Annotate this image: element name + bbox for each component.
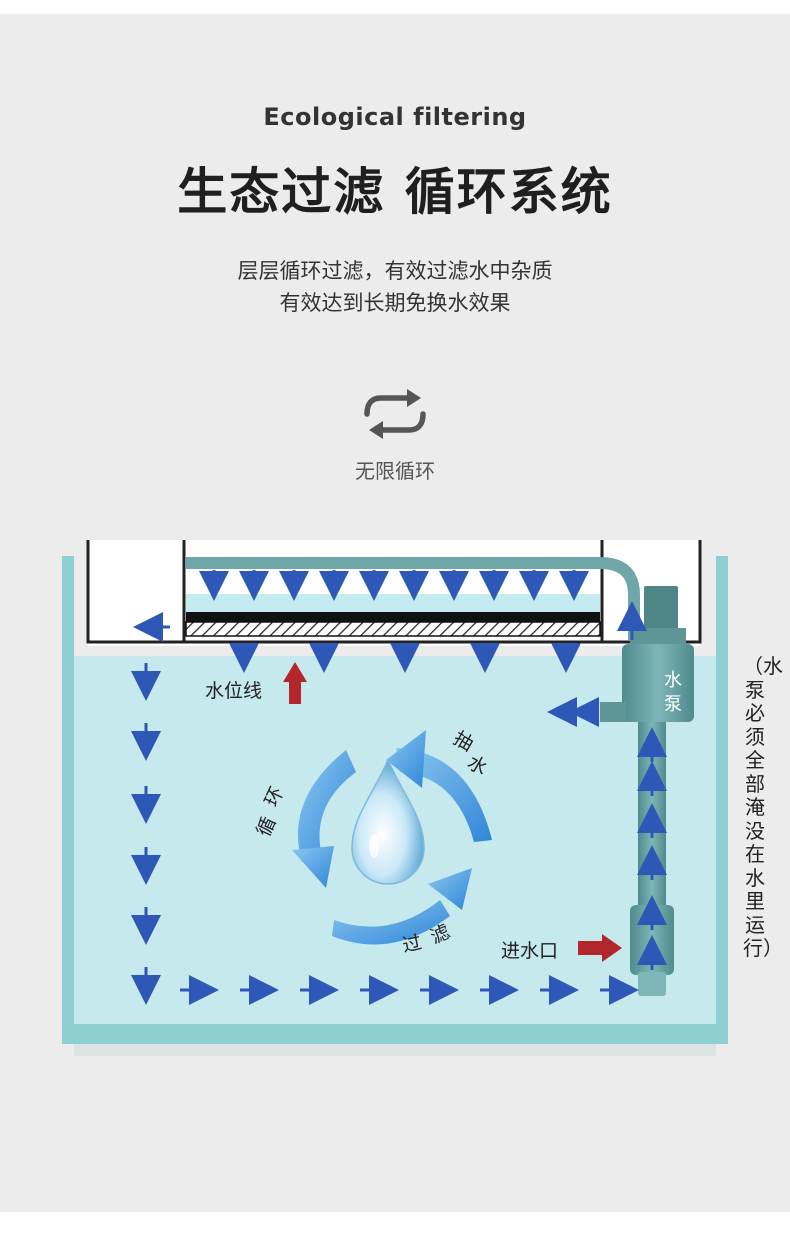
inlet-arrow: [578, 934, 622, 962]
filter-word-1: 过: [400, 931, 423, 956]
page-title: 生态过滤 循环系统: [177, 163, 613, 221]
spray-pipe: [186, 557, 640, 640]
description-line-1: 层层循环过滤，有效过滤水中杂质: [237, 259, 553, 283]
spray-arrows: [199, 570, 589, 601]
infinite-loop-label: 无限循环: [355, 459, 435, 483]
english-subtitle: Ecological filtering: [263, 103, 527, 131]
circulation-cycle: [292, 730, 492, 945]
drip-arrows: [229, 643, 581, 673]
water-drop-icon: [351, 758, 425, 885]
pump-label-1: 水: [664, 670, 682, 690]
pump-up-arrows: [617, 601, 667, 970]
pump-label-2: 泵: [664, 694, 682, 714]
water-level-label: 水位线: [205, 680, 262, 702]
top-filter-box: [86, 540, 702, 646]
inlet-label: 进水口: [501, 940, 558, 962]
cycle-arrows-icon: [364, 389, 426, 439]
description-line-2: 有效达到长期免换水效果: [279, 291, 511, 315]
flow-arrows: [131, 570, 667, 1005]
pump-submersion-note: （水泵必须全部淹没在水里运行）: [743, 654, 783, 960]
water-level-arrow: [283, 662, 307, 704]
